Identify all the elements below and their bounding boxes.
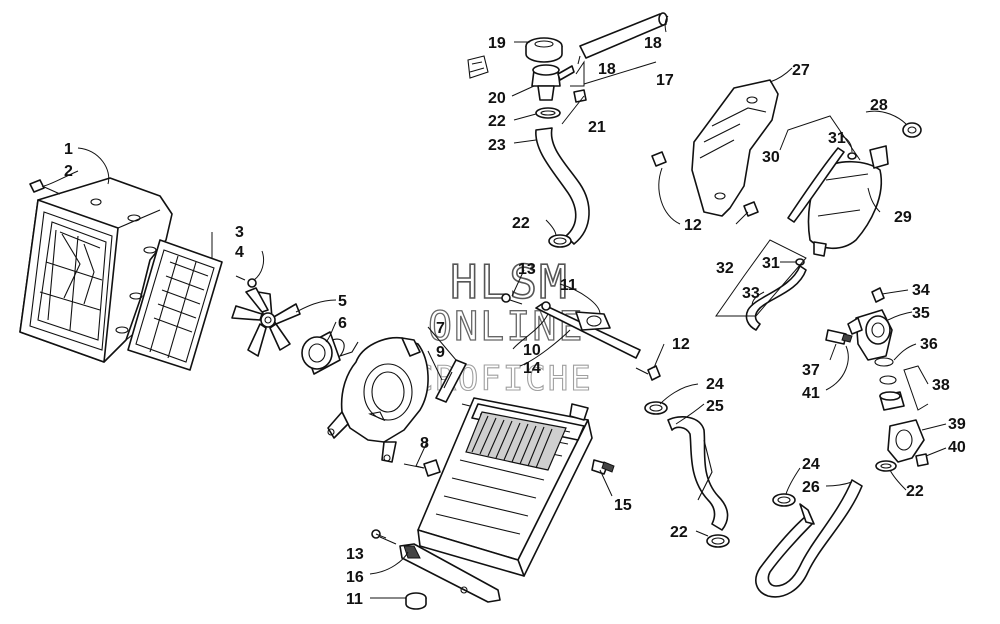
fan-blade-part — [231, 287, 301, 357]
callout-24-center: 24 — [706, 376, 724, 393]
callout-39: 39 — [948, 416, 966, 433]
clamp-22-top-part — [535, 107, 561, 119]
thermostat-housing-35-part — [847, 309, 893, 361]
screw-13-upper-part — [501, 293, 523, 305]
bolt-21-part — [573, 89, 587, 103]
thermostat-cover-39-part — [887, 419, 925, 463]
bolt-2-part — [29, 179, 61, 195]
callout-33: 33 — [742, 285, 760, 302]
callout-24-right: 24 — [802, 456, 820, 473]
callout-40: 40 — [948, 439, 966, 456]
fan-shroud-part — [327, 337, 429, 463]
clamp-22-right-part — [875, 460, 897, 472]
callout-6: 6 — [338, 315, 347, 332]
callout-25: 25 — [706, 398, 724, 415]
lower-bracket-16-part — [399, 543, 501, 603]
clamp-24-right-part — [772, 493, 796, 507]
o-ring-36-part — [874, 357, 894, 367]
callout-23: 23 — [488, 137, 506, 154]
bolt-12-upper-part — [651, 151, 667, 167]
callout-30: 30 — [762, 149, 780, 166]
callout-numbers: 1 2 3 4 5 6 7 8 9 10 11 11 12 12 13 13 1… — [64, 35, 966, 608]
hose-26-part — [755, 479, 863, 598]
callout-16: 16 — [346, 569, 364, 586]
callout-41: 41 — [802, 385, 820, 402]
callout-9: 9 — [436, 344, 445, 361]
callout-27: 27 — [792, 62, 810, 79]
callout-5: 5 — [338, 293, 347, 310]
callout-10: 10 — [523, 342, 541, 359]
callout-7: 7 — [436, 320, 445, 337]
callout-34: 34 — [912, 282, 930, 299]
o-ring-38-part — [879, 375, 897, 385]
callout-13-lower: 13 — [346, 546, 364, 563]
thermostat-38-part — [879, 391, 905, 411]
callout-12-center: 12 — [672, 336, 690, 353]
radiator-screen-part — [127, 239, 223, 371]
callout-35: 35 — [912, 305, 930, 322]
filler-neck-20-part — [531, 64, 575, 101]
callout-22-mid: 22 — [512, 215, 530, 232]
callout-1: 1 — [64, 141, 73, 158]
grommet-11-lower-part — [405, 592, 427, 610]
callout-17: 17 — [656, 72, 674, 89]
callout-21: 21 — [588, 119, 606, 136]
hose-23-part — [535, 127, 590, 245]
bracket-9-part — [435, 359, 467, 403]
callout-29: 29 — [894, 209, 912, 226]
callout-11-upper: 11 — [560, 277, 577, 294]
screw-4-part — [235, 275, 257, 288]
callout-11-lower: 11 — [346, 591, 363, 608]
callout-15: 15 — [614, 497, 632, 514]
callout-22-top: 22 — [488, 113, 506, 130]
callout-22-lower: 22 — [670, 524, 688, 541]
tank-bracket-27-part — [691, 79, 779, 217]
callout-32: 32 — [716, 260, 734, 277]
radiator-part — [417, 397, 593, 577]
vent-hose-30-part — [787, 147, 845, 223]
radiator-shroud-part — [19, 177, 173, 363]
callout-18-upper: 18 — [644, 35, 662, 52]
callout-22-right: 22 — [906, 483, 924, 500]
hose-25-part — [667, 416, 729, 531]
filler-cap-19-part — [525, 37, 563, 63]
temp-sensor-15-part — [591, 459, 615, 475]
callout-4: 4 — [235, 244, 244, 261]
bolt-34-part — [871, 287, 885, 303]
callout-20: 20 — [488, 90, 506, 107]
callout-13-upper: 13 — [518, 261, 536, 278]
callout-14: 14 — [523, 360, 541, 377]
callout-19: 19 — [488, 35, 506, 52]
sensor-37-part — [825, 329, 853, 345]
cap-28-part — [902, 122, 922, 138]
hose-33-part — [745, 265, 807, 331]
callout-28: 28 — [870, 97, 888, 114]
callout-38: 38 — [932, 377, 950, 394]
cap-bracket-part — [467, 55, 489, 79]
clamp-22-lower-part — [706, 534, 730, 548]
clip-31-upper-part — [847, 152, 857, 160]
bolt-12-center-part — [635, 365, 661, 381]
callout-8: 8 — [420, 435, 429, 452]
callout-12-upper: 12 — [684, 217, 702, 234]
callout-31-upper: 31 — [828, 130, 846, 147]
clamp-24-center-part — [644, 401, 668, 415]
clamp-22-mid-part — [548, 234, 572, 248]
callout-26: 26 — [802, 479, 820, 496]
expansion-tank-29-part — [807, 145, 889, 257]
callout-36: 36 — [920, 336, 938, 353]
callout-37: 37 — [802, 362, 820, 379]
callout-2: 2 — [64, 163, 73, 180]
fan-motor-part — [301, 331, 359, 375]
callout-31-lower: 31 — [762, 255, 780, 272]
callout-18-lower: 18 — [598, 61, 616, 78]
watermark-line-2: ONLINE — [428, 304, 585, 350]
leader-lines — [43, 15, 947, 599]
upper-bracket-10-part — [535, 301, 641, 359]
callout-3: 3 — [235, 224, 244, 241]
bolt-40-part — [915, 453, 929, 467]
